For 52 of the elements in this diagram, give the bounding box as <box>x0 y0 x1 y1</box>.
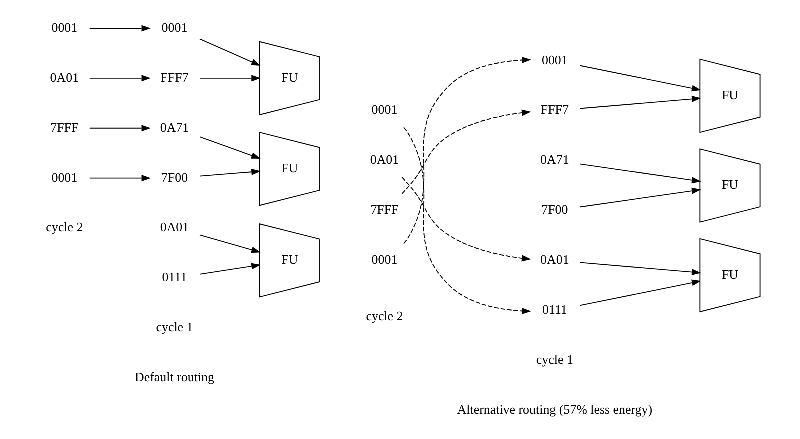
node-box: FU <box>700 58 761 134</box>
node-box: FU <box>700 238 761 313</box>
node-box: FU <box>259 41 320 116</box>
node-text: FFF7 <box>540 102 569 118</box>
node-text: 0001 <box>52 20 78 35</box>
label: Default routing <box>135 370 214 385</box>
arrow <box>200 75 261 82</box>
node-text: 0A01 <box>540 252 570 268</box>
arrow <box>580 96 702 110</box>
node-text: 0A01 <box>370 152 400 168</box>
node-text: 0001 <box>542 52 568 68</box>
arrow <box>580 65 702 92</box>
label: cycle 1 <box>536 352 574 367</box>
node-text: 0A71 <box>160 120 190 135</box>
node-text: 7FFF <box>50 120 79 135</box>
node-text: 0111 <box>542 302 568 318</box>
arrow <box>200 234 261 254</box>
node-box: FU <box>259 132 320 206</box>
node-text: 7F00 <box>161 170 188 185</box>
arrow <box>89 75 152 82</box>
arrow <box>404 127 532 314</box>
arrow <box>200 168 261 177</box>
node-text: 0001 <box>372 252 398 268</box>
label: cycle 2 <box>366 308 404 324</box>
arrow <box>580 280 702 306</box>
label: cycle 2 <box>46 220 84 235</box>
arrow <box>580 188 702 208</box>
arrow <box>200 136 261 159</box>
node-text: FFF7 <box>160 70 189 85</box>
arrow <box>89 175 152 182</box>
node-text: 0001 <box>372 102 398 118</box>
arrow <box>580 262 702 276</box>
node-text: 7FFF <box>370 202 399 218</box>
node-text: 0001 <box>52 170 78 185</box>
node-text: 0111 <box>162 270 188 285</box>
arrow <box>200 38 261 66</box>
arrow <box>404 57 532 244</box>
node-text: 0A01 <box>160 220 190 235</box>
arrow <box>89 25 152 32</box>
arrow <box>89 125 152 132</box>
arrow <box>402 110 532 194</box>
node-text: 0A01 <box>50 70 80 85</box>
label: cycle 1 <box>156 320 194 335</box>
label: Alternative routing (57% less energy) <box>457 402 653 417</box>
node-box: FU <box>259 224 320 298</box>
node-box: FU <box>700 148 761 223</box>
node-text: 0A71 <box>540 152 570 168</box>
node-text: 0001 <box>162 20 188 35</box>
arrow <box>580 164 702 184</box>
arrow <box>402 177 532 262</box>
node-text: 7F00 <box>542 202 568 218</box>
arrow <box>200 263 261 275</box>
